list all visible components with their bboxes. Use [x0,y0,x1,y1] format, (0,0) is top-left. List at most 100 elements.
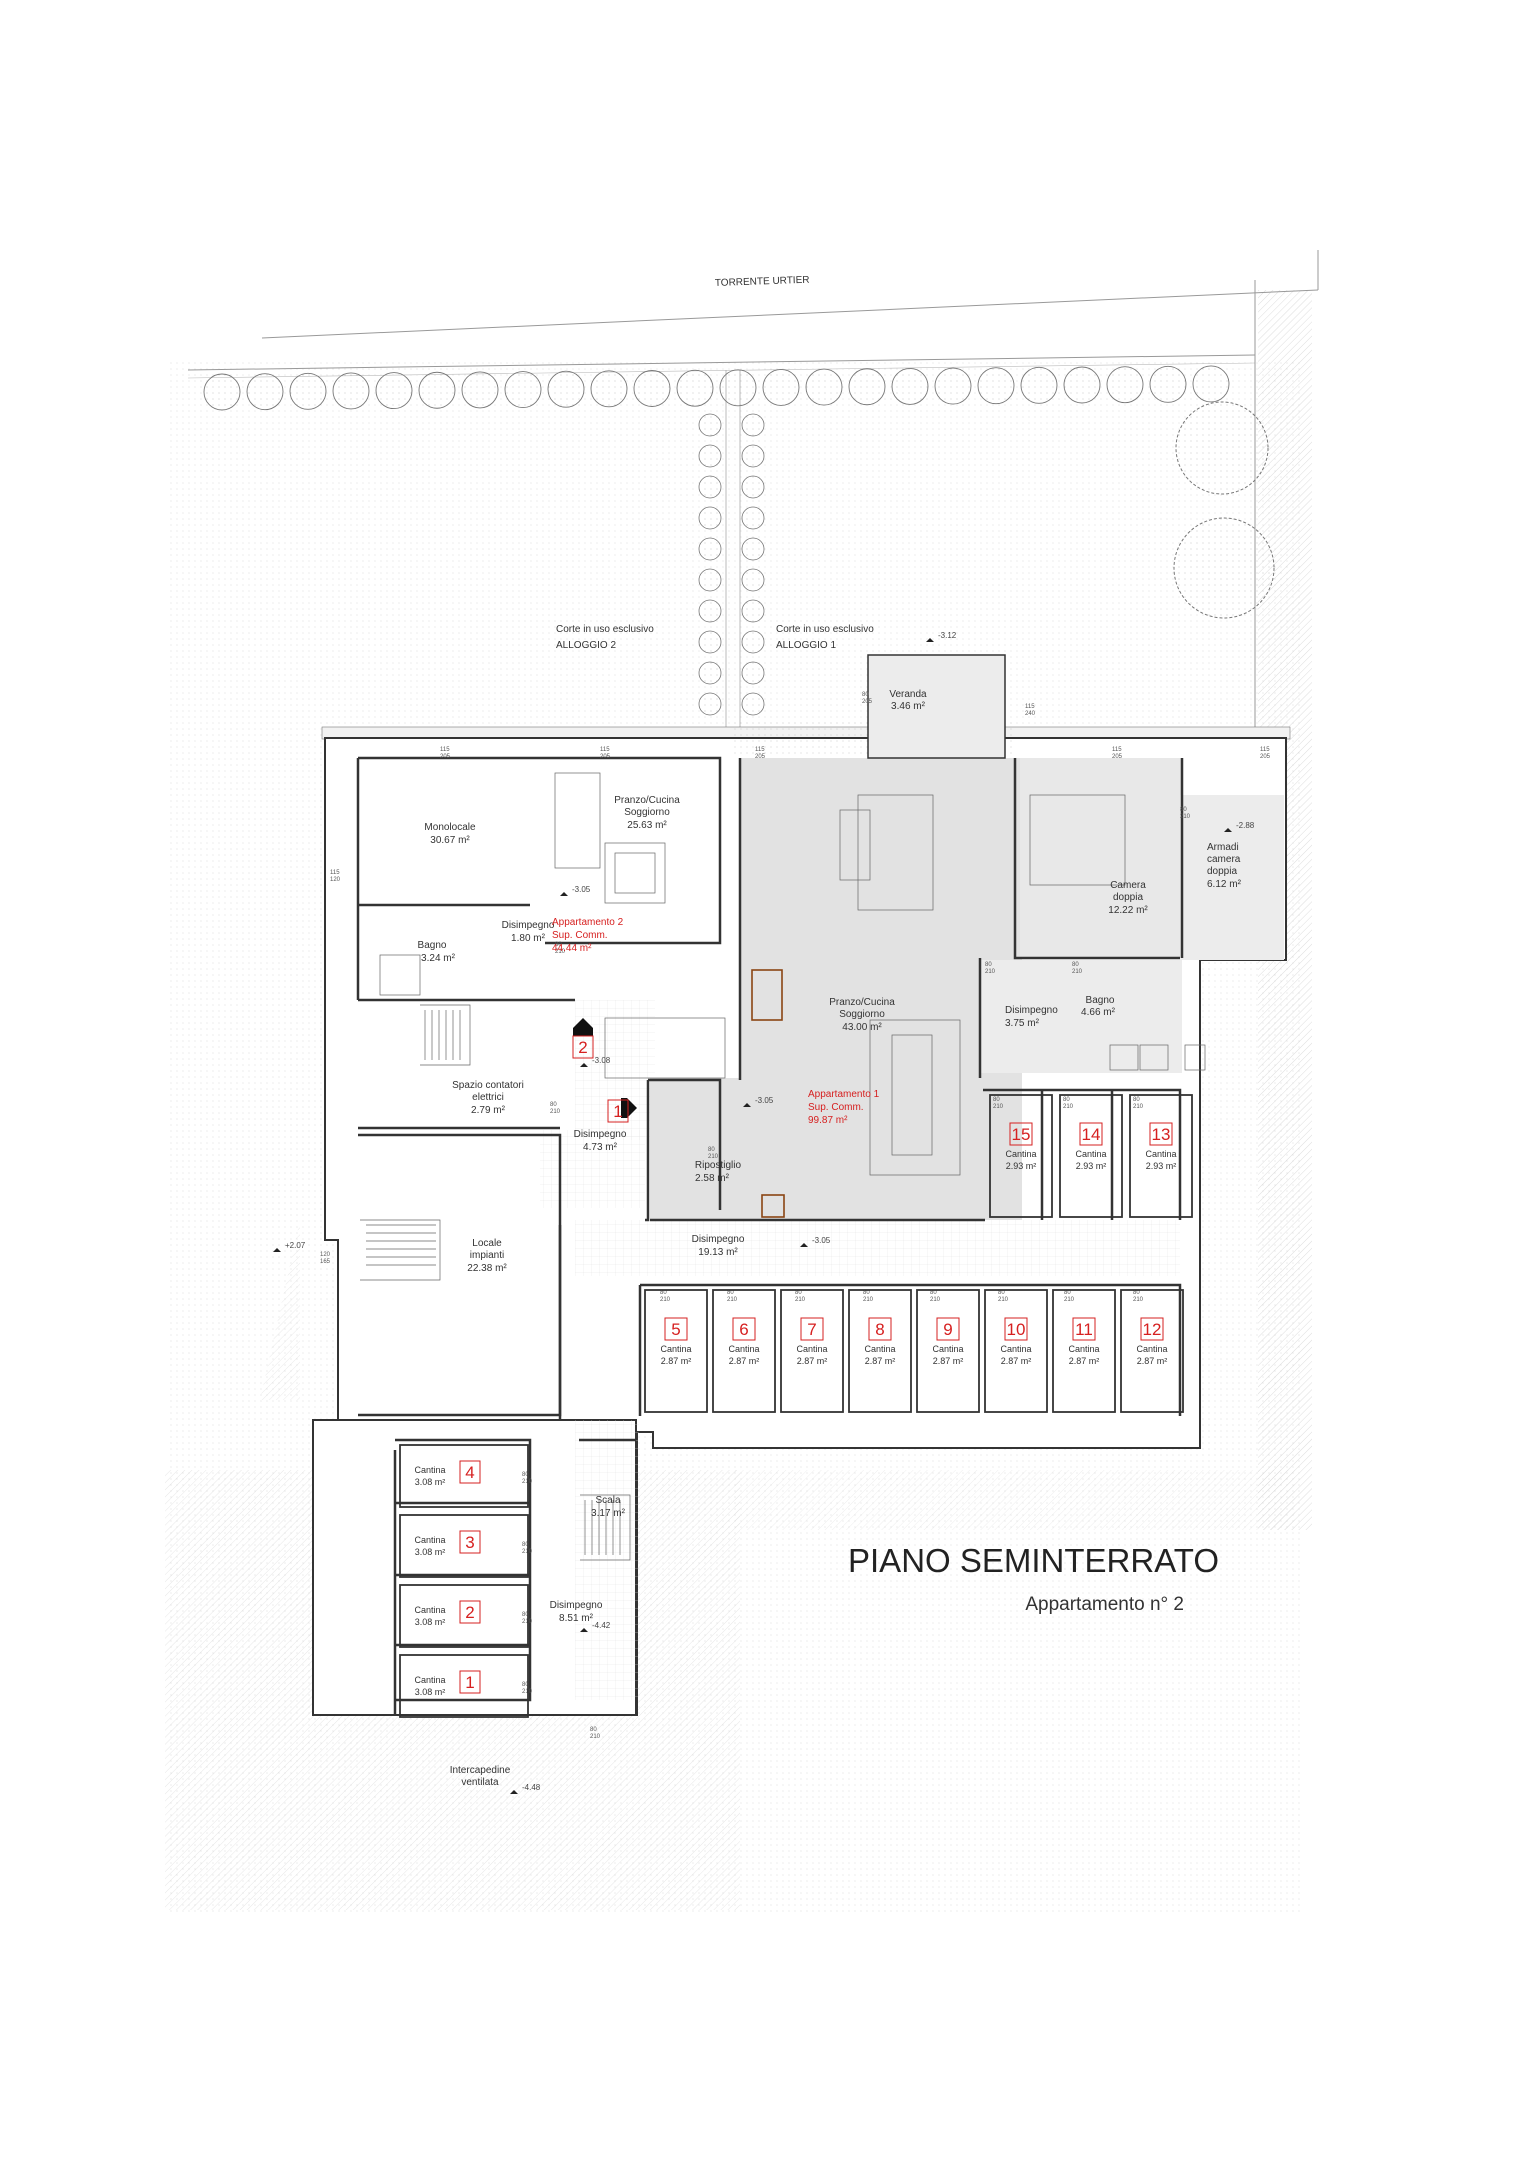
cantina-outline [984,1289,1048,1413]
level-value: +2.07 [285,1241,306,1250]
cantina-number-box [1079,1122,1103,1146]
room-area: 4.66 m² [1081,1007,1116,1018]
room-area: 22.38 m² [467,1263,507,1274]
apartment-name: Appartamento 1 [808,1089,880,1100]
cantina-name: Cantina [796,1344,827,1354]
cantina-outline [712,1289,776,1413]
level-marker: -3.08 [580,1056,611,1067]
door-height: 210 [1063,1104,1074,1110]
room-name: Disimpegno [692,1234,745,1245]
cantina-area: 3.08 m² [415,1617,446,1627]
room-area: 12.22 m² [1108,905,1148,916]
tree-icon [741,475,765,499]
door-height: 210 [998,1297,1009,1303]
door-width: 80 [660,1290,667,1296]
furniture [379,772,1206,1176]
cantina-outline [1052,1289,1116,1413]
door-height: 210 [1064,1297,1075,1303]
door-width: 115 [1025,704,1035,710]
room-area: 1.80 m² [511,933,546,944]
corridor-floor [540,1000,1180,1700]
level-marker: -3.05 [743,1096,774,1107]
cantina-number-box [800,1317,824,1341]
cantina-outline [399,1654,529,1718]
cantina-name: Cantina [414,1535,445,1545]
room-area: 4.73 m² [583,1142,618,1153]
tree-icon [719,369,757,407]
level-marker-icon [560,892,568,896]
tree-row [203,365,1230,411]
tree-icon [375,372,413,410]
entrance-number: 1 [613,1102,622,1121]
room-area: 8.51 m² [559,1613,594,1624]
level-marker-icon [510,1790,518,1794]
door-width: 115 [440,747,450,753]
room-name: ventilata [461,1777,499,1788]
tree-icon [1020,366,1058,404]
tree-icon [762,369,800,406]
cantina-name: Cantina [1005,1149,1036,1159]
apartment-sup-label: Sup. Comm. [808,1102,864,1113]
door-width: 80 [1063,1097,1070,1103]
door-width: 80 [985,962,992,968]
cantina-number: 7 [807,1320,816,1339]
room-name: Intercapedine [450,1765,511,1776]
level-value: -4.48 [522,1783,541,1792]
tree-icon [590,370,628,408]
door-width: 80 [993,1097,1000,1103]
tree-icon [698,661,722,685]
cantina-area: 2.87 m² [933,1356,964,1366]
room-name: Camera [1110,880,1146,891]
door-width: 80 [590,1727,597,1733]
level-marker-icon [743,1103,751,1107]
door-height: 165 [320,1259,331,1265]
apartment-1-floor [650,654,1284,1220]
cantina-area: 2.87 m² [797,1356,828,1366]
door-height: 210 [590,1734,601,1740]
cantina-name: Cantina [1075,1149,1106,1159]
entrance-number: 2 [578,1038,587,1057]
room-name: doppia [1113,892,1143,903]
level-marker: +2.07 [273,1241,306,1252]
door-height: 210 [708,1154,719,1160]
tree-icon [1149,365,1187,403]
room-name: Bagno [418,940,447,951]
room-name: Disimpegno [502,920,555,931]
room-area: 3.75 m² [1005,1018,1040,1029]
door-width: 115 [1112,747,1122,753]
room-area: 6.12 m² [1207,879,1242,890]
room-area: 19.13 m² [698,1247,738,1258]
level-marker: -3.05 [560,885,591,896]
level-value: -3.08 [592,1056,611,1065]
tree-icon [698,444,722,468]
door-height: 240 [1025,711,1036,717]
tree-icon [1192,365,1230,403]
cantina-number: 12 [1143,1320,1162,1339]
tree-icon [1063,366,1101,404]
door-height: 210 [863,1297,874,1303]
door-height: 210 [1133,1297,1144,1303]
cantina-outline [1059,1094,1123,1218]
room-area: 43.00 m² [842,1022,882,1033]
tree-icon [805,368,843,406]
level-marker: -4.42 [580,1621,611,1632]
level-marker: -2.88 [1224,821,1255,832]
cantina-name: Cantina [1136,1344,1167,1354]
cantina-number-box [1009,1122,1033,1146]
level-markers: -3.12-2.88-3.05-3.05-3.08-3.05+2.07-4.42… [273,631,1255,1794]
cantina-area: 2.93 m² [1146,1161,1177,1171]
door-width: 115 [1260,747,1270,753]
cantina-name: Cantina [414,1465,445,1475]
cantina-outline [399,1444,529,1508]
